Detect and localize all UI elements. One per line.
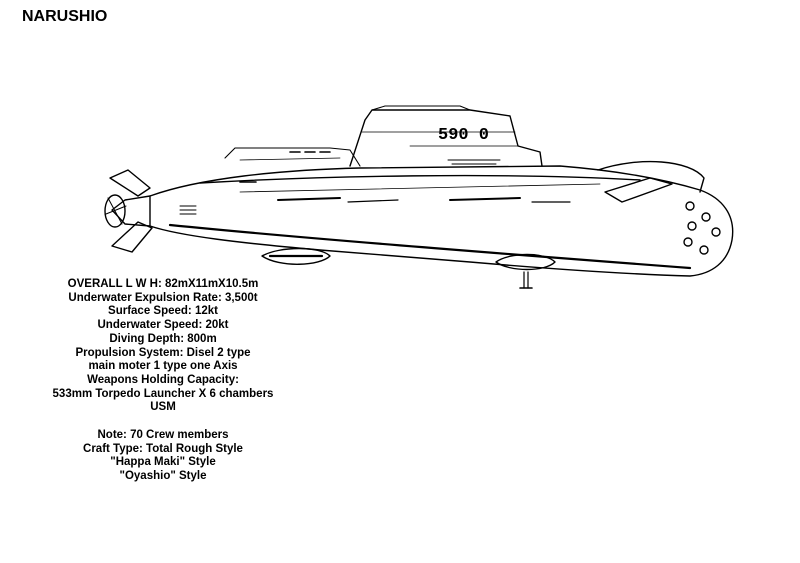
spec-line: USM bbox=[150, 401, 176, 414]
lower-rudder bbox=[111, 221, 153, 253]
spec-line: Underwater Expulsion Rate: 3,500t bbox=[68, 291, 258, 304]
upper-rudder bbox=[109, 169, 151, 197]
sail-outline bbox=[349, 109, 543, 167]
hull-number-label: 590 0 bbox=[438, 126, 489, 145]
keel-strut bbox=[523, 271, 529, 289]
bow-plane bbox=[604, 177, 673, 203]
hull-seam-top bbox=[199, 174, 641, 184]
bow-dome bbox=[597, 160, 705, 193]
deck-line bbox=[239, 157, 341, 161]
spec-block: OVERALL L W H: 82mX11mX10.5m Underwater … bbox=[18, 278, 308, 484]
hull-seam-lower bbox=[168, 223, 692, 270]
spec-line: Surface Speed: 12kt bbox=[108, 305, 218, 318]
spec-line: OVERALL L W H: 82mX11mX10.5m bbox=[67, 278, 259, 290]
spec-line: Weapons Holding Capacity: bbox=[87, 373, 239, 386]
torpedo-door-5 bbox=[683, 237, 693, 247]
keel-pod-aft bbox=[261, 247, 331, 265]
torpedo-door-2 bbox=[701, 212, 711, 222]
hull-slot-1 bbox=[179, 205, 197, 215]
hull-slot-4 bbox=[449, 197, 521, 201]
spec-line: Propulsion System: Disel 2 type bbox=[75, 346, 251, 359]
propeller-hub bbox=[104, 194, 126, 228]
hull-slot-3 bbox=[347, 199, 399, 203]
torpedo-door-3 bbox=[687, 221, 697, 231]
spec-line: main moter 1 type one Axis bbox=[88, 360, 238, 373]
spec-gap bbox=[18, 415, 308, 429]
note-line: "Happa Maki" Style bbox=[110, 456, 216, 469]
hull-outline bbox=[149, 165, 734, 277]
page-title: NARUSHIO bbox=[22, 8, 108, 25]
keel-pod-fore bbox=[495, 253, 556, 271]
spec-line: Underwater Speed: 20kt bbox=[97, 319, 229, 332]
hull-slot-7 bbox=[447, 159, 501, 165]
note-line: "Oyashio" Style bbox=[119, 470, 207, 483]
spec-line: Diving Depth: 800m bbox=[109, 332, 217, 345]
sail-top-detail bbox=[371, 105, 471, 111]
hull-seam-mid bbox=[239, 183, 601, 193]
hull-slot-2 bbox=[277, 197, 341, 201]
deck-casing bbox=[224, 147, 361, 167]
propeller-blades bbox=[105, 197, 127, 225]
torpedo-door-4 bbox=[711, 227, 721, 237]
stern-cone bbox=[111, 195, 151, 227]
torpedo-door-1 bbox=[685, 201, 695, 211]
note-line: Note: 70 Crew members bbox=[97, 429, 229, 442]
spec-line: 533mm Torpedo Launcher X 6 chambers bbox=[52, 387, 274, 400]
torpedo-door-6 bbox=[699, 245, 709, 255]
note-line: Craft Type: Total Rough Style bbox=[83, 442, 243, 455]
